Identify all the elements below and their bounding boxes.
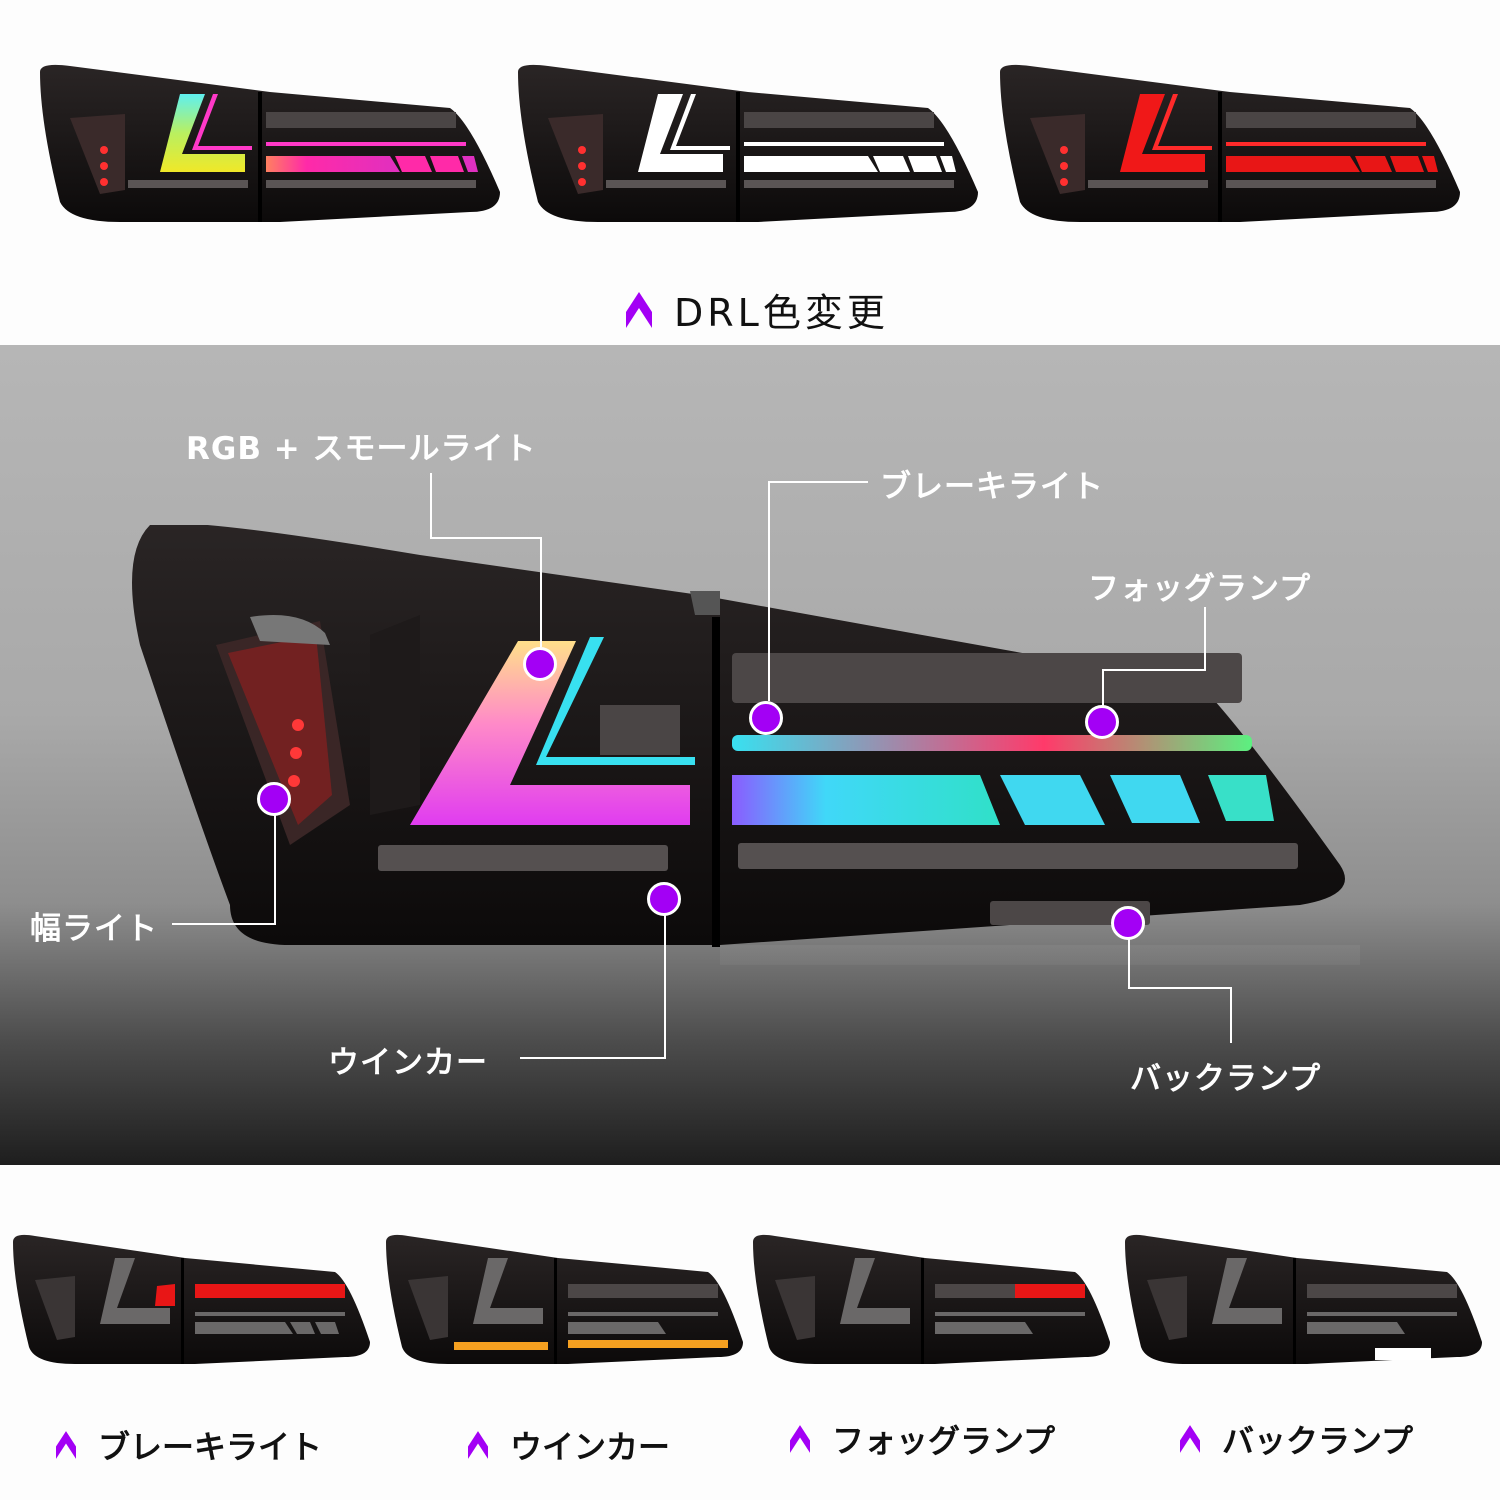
label-brake-light: ブレーキライト xyxy=(880,469,1104,505)
purple-chevron-up-icon xyxy=(790,1425,810,1453)
tail-lamp-back-mode xyxy=(1112,1232,1492,1386)
caption-fog-lamp: フォッグランプ xyxy=(790,1416,1055,1462)
label-turn-signal: ウインカー xyxy=(328,1045,488,1081)
marker-back-lamp xyxy=(1111,906,1145,940)
leader-line xyxy=(430,537,540,539)
marker-side-light xyxy=(257,782,291,816)
marker-turn-signal xyxy=(647,882,681,916)
label-side-light: 幅ライト xyxy=(30,911,158,947)
leader-line xyxy=(1128,987,1232,989)
caption-turn-signal: ウインカー xyxy=(468,1422,670,1468)
leader-line xyxy=(1102,669,1104,707)
caption-text: フォッグランプ xyxy=(832,1422,1056,1460)
caption-text: ブレーキライト xyxy=(98,1428,323,1466)
caption-back-lamp: バックランプ xyxy=(1180,1416,1413,1462)
marker-rgb-small-light xyxy=(523,647,557,681)
leader-line xyxy=(274,815,276,925)
marker-fog-lamp xyxy=(1085,705,1119,739)
tail-lamp-red-drl xyxy=(990,62,1470,246)
purple-chevron-up-icon xyxy=(56,1431,76,1459)
leader-line xyxy=(540,537,542,647)
main-tail-lamp xyxy=(132,525,1360,965)
caption-text: バックランプ xyxy=(1222,1422,1414,1460)
leader-line xyxy=(768,481,868,483)
label-back-lamp: バックランプ xyxy=(1130,1061,1322,1097)
leader-line xyxy=(768,481,770,701)
marker-brake-light xyxy=(749,701,783,735)
feature-diagram-panel: RGB + スモールライト ブレーキライト フォッグランプ 幅ライト ウインカー… xyxy=(0,345,1500,1165)
leader-line xyxy=(1204,607,1206,669)
leader-line xyxy=(1230,987,1232,1043)
caption-text: DRL色変更 xyxy=(674,291,889,335)
caption-brake-light: ブレーキライト xyxy=(56,1422,322,1468)
tail-lamp-turn-mode xyxy=(378,1232,748,1386)
tail-lamp-rgb-drl xyxy=(30,62,510,246)
purple-chevron-up-icon xyxy=(468,1431,488,1459)
label-fog-lamp: フォッグランプ xyxy=(1088,571,1312,607)
drl-color-change-caption: DRL色変更 xyxy=(626,282,889,337)
purple-chevron-up-icon xyxy=(626,291,652,328)
leader-line xyxy=(664,915,666,1059)
tail-lamp-brake-mode xyxy=(5,1232,375,1386)
caption-text: ウインカー xyxy=(510,1428,671,1466)
tail-lamp-fog-mode xyxy=(745,1232,1115,1386)
leader-line xyxy=(1128,937,1130,989)
leader-line xyxy=(172,923,274,925)
leader-line xyxy=(1102,669,1206,671)
leader-line xyxy=(520,1057,666,1059)
leader-line xyxy=(430,473,432,537)
purple-chevron-up-icon xyxy=(1180,1425,1200,1453)
tail-lamp-white-drl xyxy=(508,62,988,246)
label-rgb-small-light: RGB + スモールライト xyxy=(186,431,537,467)
